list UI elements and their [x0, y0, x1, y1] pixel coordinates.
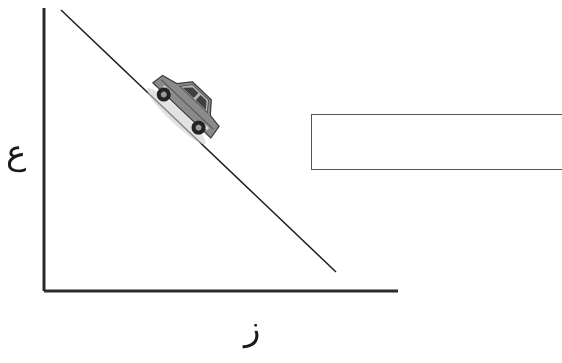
- answer-box[interactable]: [311, 114, 562, 170]
- y-axis-label: ع: [6, 133, 27, 173]
- x-axis-label: ز: [244, 309, 261, 349]
- car-icon: [146, 74, 220, 145]
